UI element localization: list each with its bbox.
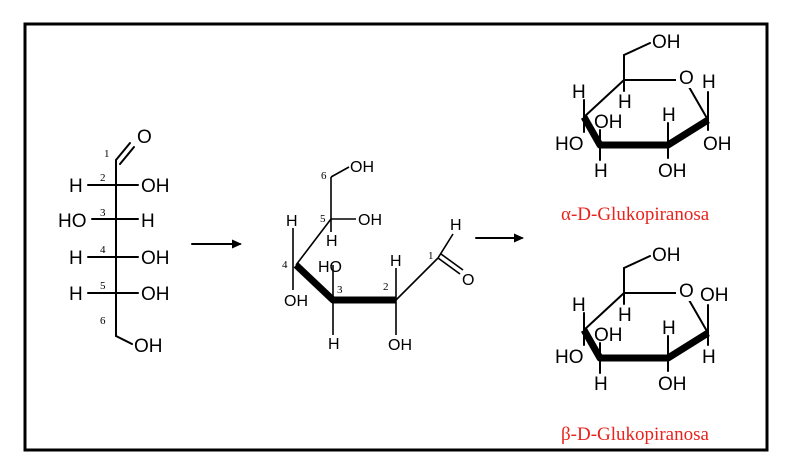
oc-c1-h-bond <box>437 233 454 259</box>
alpha-c2-oh: OH <box>658 161 687 182</box>
reaction-arrow-2 <box>475 233 524 243</box>
fischer-c4-oh: OH <box>141 248 170 269</box>
alpha-ring-o-bg <box>676 68 696 88</box>
fischer-c6-oh: OH <box>134 336 163 357</box>
oc-num-3: 3 <box>337 284 343 296</box>
oc-c4-oh: OH <box>284 293 308 310</box>
fischer-c2-oh: OH <box>141 176 170 197</box>
oc-c2-c1-bond <box>395 257 439 301</box>
oc-c1-o-bond <box>437 257 461 275</box>
fischer-num-6: 6 <box>100 315 106 327</box>
beta-caption: β-D-Glukopiranosa <box>561 424 709 445</box>
alpha-caption: α-D-Glukopiranosa <box>561 204 710 225</box>
oc-c5-c4-bond <box>295 218 332 266</box>
diagram-frame <box>23 22 769 452</box>
beta-c4-ho: HO <box>555 347 584 368</box>
beta-ring-bottom <box>580 328 710 362</box>
fischer-c1-o-bond <box>115 142 131 161</box>
oc-c4-h: H <box>286 213 298 230</box>
oc-bold-c4-c3-c2 <box>293 262 396 304</box>
alpha-ring-top <box>583 79 709 121</box>
alpha-c1-h: H <box>702 72 716 93</box>
beta-c4-h: H <box>572 295 586 316</box>
beta-c1-oh: OH <box>700 285 729 306</box>
oc-c3-ho: HO <box>318 259 342 276</box>
alpha-c3-h: H <box>594 161 608 182</box>
alpha-c4-ho: HO <box>555 134 584 155</box>
beta-ring-o-bg <box>676 281 696 301</box>
oc-c2-h: H <box>390 253 402 270</box>
fischer-num-5: 5 <box>100 280 106 292</box>
oc-num-2: 2 <box>383 281 389 293</box>
oc-c1-o: O <box>462 272 474 289</box>
fischer-num-2: 2 <box>100 172 106 184</box>
alpha-ring-o: O <box>679 68 694 89</box>
oc-c6-oh-bond <box>330 166 350 178</box>
fischer-c5-h: H <box>69 284 83 305</box>
reaction-arrow-1 <box>191 239 242 249</box>
oc-num-4: 4 <box>282 259 288 271</box>
beta-c6-oh-bond <box>623 255 651 269</box>
alpha-ch2oh: OH <box>652 32 681 53</box>
alpha-c4-h: H <box>572 82 586 103</box>
fischer-c6-bond <box>115 335 133 345</box>
fischer-c2-h: H <box>69 176 83 197</box>
alpha-c6-oh-bond <box>623 42 651 56</box>
oc-num-1: 1 <box>428 250 434 262</box>
oc-c2-oh: OH <box>388 337 412 354</box>
oc-num-6: 6 <box>321 170 327 182</box>
alpha-glucopyranose: OH H O H OH H OH OH H H HO α-D-Glukopira… <box>555 32 732 225</box>
oc-c5-h: H <box>326 233 338 250</box>
fischer-num-1: 1 <box>104 148 110 160</box>
alpha-ring-bottom <box>580 115 710 149</box>
oc-c6-oh: OH <box>350 159 374 176</box>
beta-c2-h: H <box>662 318 676 339</box>
fischer-aldehyde-o: O <box>137 127 152 148</box>
beta-c3-oh: OH <box>594 325 623 346</box>
oc-c5-oh: OH <box>358 212 382 229</box>
fischer-num-3: 3 <box>100 207 106 219</box>
fischer-c4-h: H <box>69 248 83 269</box>
beta-ring-top <box>583 292 709 334</box>
beta-c1-h: H <box>702 347 716 368</box>
alpha-c5-h: H <box>618 92 632 113</box>
beta-c2-oh: OH <box>658 374 687 395</box>
alpha-c3-oh: OH <box>594 112 623 133</box>
beta-ch2oh: OH <box>652 245 681 266</box>
beta-c3-h: H <box>594 374 608 395</box>
oc-c1-h: H <box>450 217 462 234</box>
fischer-num-4: 4 <box>100 244 106 256</box>
alpha-c1-oh: OH <box>703 134 732 155</box>
oc-num-5: 5 <box>320 213 326 225</box>
oc-c3-h: H <box>328 336 340 353</box>
beta-c5-h: H <box>618 305 632 326</box>
fischer-c5-oh: OH <box>141 284 170 305</box>
oc-c1-o-double <box>440 253 464 271</box>
alpha-c2-h: H <box>662 105 676 126</box>
beta-glucopyranose: OH H O OH H H OH OH H H HO β-D-Glukopira… <box>555 245 729 445</box>
fischer-c1-o-double <box>119 146 135 165</box>
open-chain-structure: OH 6 OH H 5 H OH 4 HO H 3 H OH 2 H O 1 <box>282 159 474 354</box>
fischer-projection: O H OH HO H H OH H OH OH 1 2 3 4 5 6 <box>58 127 170 357</box>
beta-ring-o: O <box>679 281 694 302</box>
fischer-c3-ho: HO <box>58 211 87 232</box>
fischer-c3-h: H <box>141 211 155 232</box>
